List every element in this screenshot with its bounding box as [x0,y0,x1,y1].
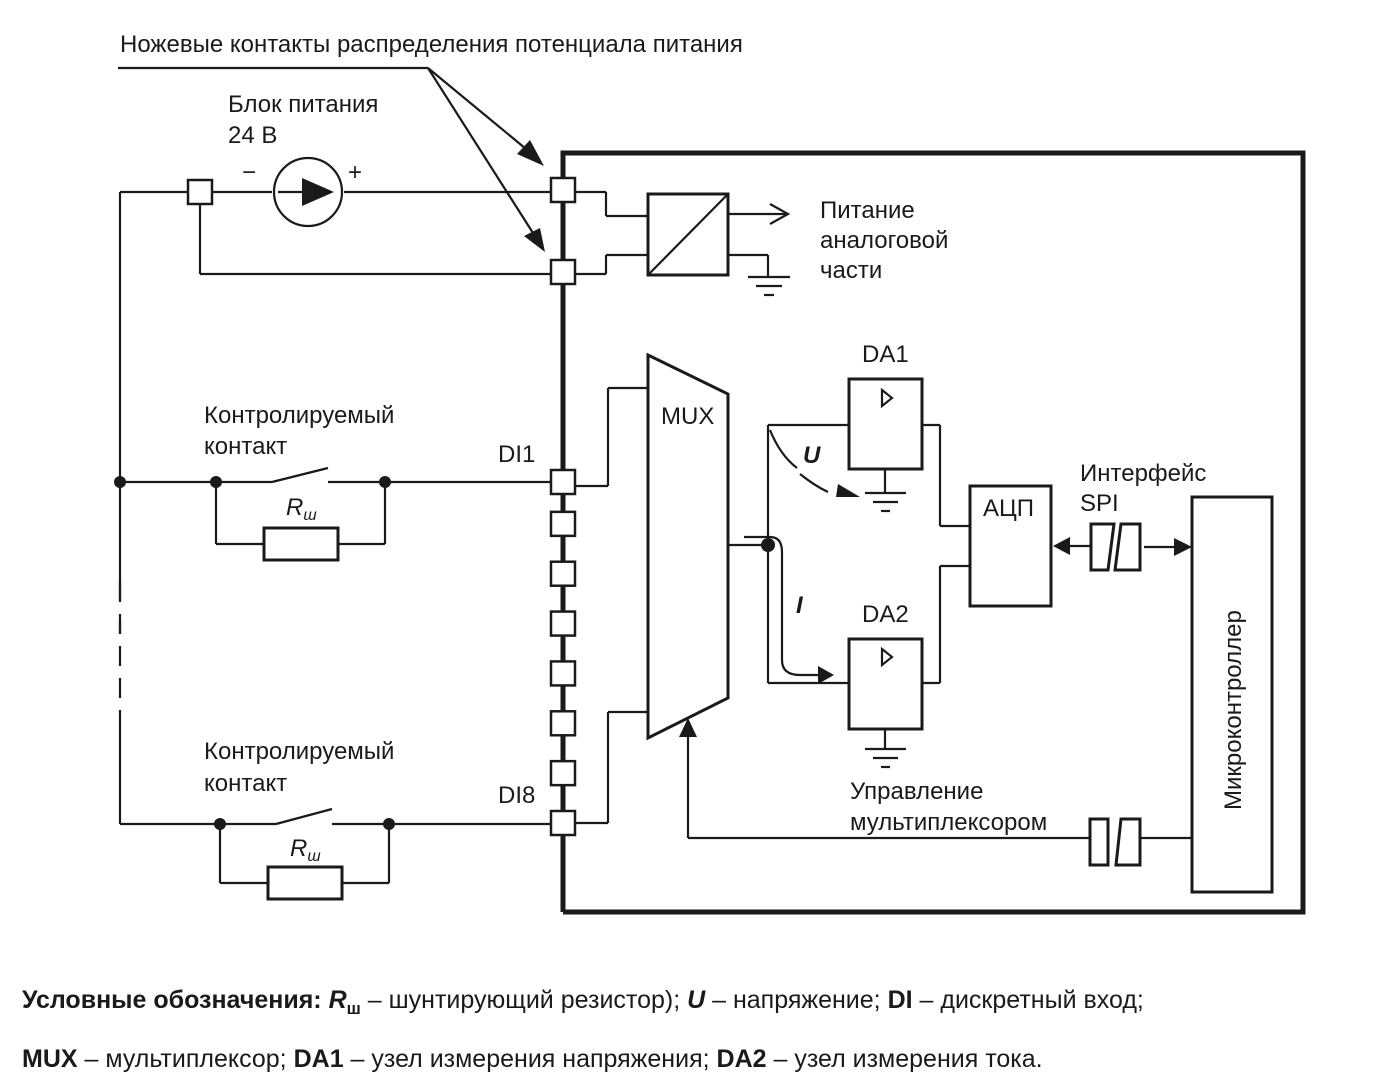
legend-line-2: MUX – мультиплексор; DA1 – узел измерени… [22,1034,1372,1084]
contact-8-label: Контролируемый [204,738,394,765]
legend-line-1: Условные обозначения: Rш – шунтирующий р… [22,975,1372,1034]
dc-dc-converter [575,190,791,277]
mux-control-wiring [679,718,1192,867]
shunt-resistor-1 [262,526,340,562]
legend-term-rsh-sub: ш [346,999,361,1018]
ground-icon [865,729,906,769]
spi-isolator-icon [1053,522,1192,572]
callout-arrow-icon [517,140,544,166]
input-terminal-1 [549,468,577,496]
da1-label: DA1 [862,341,909,368]
resistor-1-label: Rш [286,494,317,524]
power-supply-label: Блок питания [228,91,378,118]
legend-term-mux: MUX [22,1045,78,1073]
legend-desc-u: – напряжение; [705,986,881,1014]
shunt-resistor-8 [266,865,344,901]
di-mux-wiring [575,386,648,825]
module-enclosure [560,150,1306,915]
legend-desc-mux: – мультиплексор; [77,1045,287,1073]
contact-1-label-2: контакт [204,433,287,460]
input-terminal-2 [549,510,577,538]
resistor-8-label: Rш [290,835,321,865]
power-wiring [118,190,551,824]
legend: Условные обозначения: Rш – шунтирующий р… [22,975,1372,1084]
spi-label-2: SPI [1080,490,1119,517]
control-arrow-icon [679,718,697,737]
power-supply-voltage: 24 В [228,122,277,149]
da-adc-wiring [922,423,970,685]
contact-8-circuit [120,807,551,901]
legend-desc-da2: – узел измерения тока. [766,1045,1043,1073]
callout-arrow-icon [524,228,545,252]
voltage-symbol: U [803,442,821,469]
contact-1-circuit [114,466,551,562]
analog-power-label: Питание [820,197,915,224]
switch-blade [275,807,333,826]
amplifier-icon [880,646,894,668]
plus-sign: + [348,159,362,186]
mux-control-label-2: мультиплексором [850,809,1047,836]
ground-icon [865,469,906,513]
input-terminal-6 [549,710,577,737]
legend-desc-rsh: – шунтирующий резистор); [360,986,681,1014]
legend-title: Условные обозначения: [22,986,322,1014]
input-terminal-5 [549,660,577,687]
measurement-wiring [728,423,860,685]
power-knife-contact-1 [549,176,577,204]
current-source-icon [272,156,344,228]
input-terminal-4 [549,610,577,637]
legend-term-da2: DA2 [716,1045,767,1073]
mux-control-label: Управление [850,778,983,805]
input-terminal-7 [549,759,577,787]
legend-desc-di: – дискретный вход; [912,986,1144,1014]
mux-label: MUX [661,403,714,430]
input-terminal-strip [549,468,577,837]
di1-label: DI1 [498,441,535,468]
legend-desc-da1: – узел измерения напряжения; [343,1045,710,1073]
minus-sign: − [242,159,256,186]
analog-power-label-3: части [820,257,882,284]
voltage-arrow-icon [836,484,860,497]
legend-term-rsh: R [328,986,347,1014]
input-terminal-8 [549,809,577,837]
circuit-diagram: Ножевые контакты распределения потенциал… [114,31,1306,915]
legend-term-u: U [687,986,706,1014]
power-knife-contact-2 [549,258,577,286]
callout-leader [118,66,545,252]
mcu-label: Микроконтроллер [1220,610,1247,810]
ground-icon [748,275,790,297]
da2-block [847,637,924,731]
knife-contacts-label: Ножевые контакты распределения потенциал… [120,31,743,58]
adc-block [968,484,1053,608]
di8-label: DI8 [498,782,535,809]
microcontroller-block [1190,495,1274,894]
da2-label: DA2 [862,601,909,628]
power-terminal [186,178,214,206]
legend-term-di: DI [887,986,913,1014]
current-arrow-icon [818,666,834,684]
contact-1-label: Контролируемый [204,402,394,429]
current-symbol: I [796,592,804,619]
switch-blade [271,466,329,484]
adc-label: АЦП [983,495,1034,522]
input-terminal-3 [549,560,577,587]
multiplexer [646,352,730,741]
amplifier-icon [880,387,894,409]
spi-label: Интерфейс [1080,460,1206,487]
analog-power-label-2: аналоговой [820,227,948,254]
legend-term-da1: DA1 [293,1045,344,1073]
contact-8-label-2: контакт [204,770,287,797]
